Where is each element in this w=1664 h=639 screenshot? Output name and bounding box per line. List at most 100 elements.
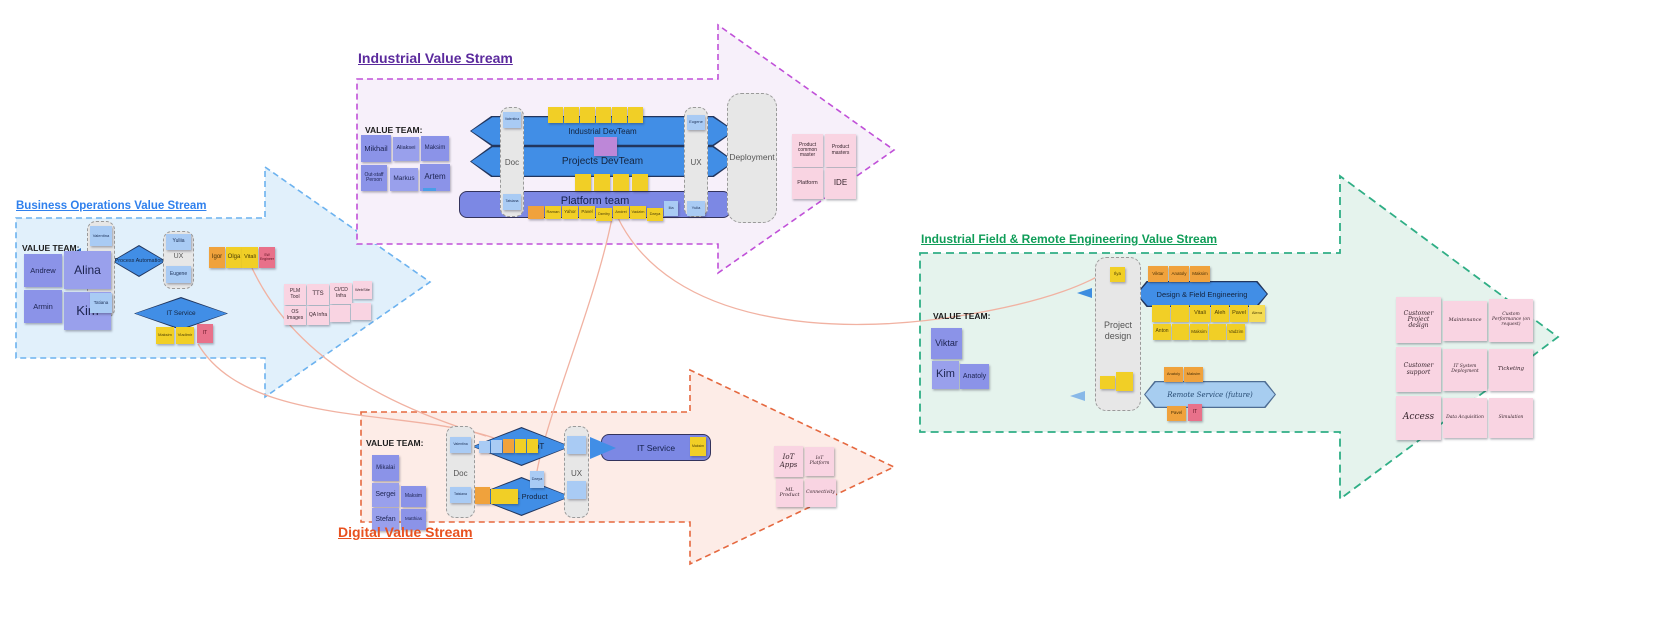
design-member-sticky[interactable]: Anton [1153,324,1171,340]
dev-sticky[interactable] [594,174,610,191]
platform-member-sticky[interactable]: Dzmitry [596,208,612,221]
digital-stream-title[interactable]: Digital Value Stream [338,524,473,540]
team-member-sticky[interactable]: Kim [932,361,959,389]
design-member-sticky[interactable] [1171,305,1189,322]
platform-member-sticky[interactable]: Andrei [613,206,629,219]
handoff-sticky[interactable]: SW Engineer [259,247,275,268]
mid-team-sticky[interactable] [594,137,617,156]
dev-sticky[interactable] [632,174,648,191]
dev-sticky[interactable] [575,174,591,191]
doc-member-sticky[interactable]: Valentina [503,112,521,128]
infra-sticky[interactable] [330,305,350,322]
remote-member-sticky[interactable]: Maksim [1184,367,1203,382]
deployment-column[interactable]: Deployment [727,93,777,223]
product-sticky[interactable]: Product common master [792,134,823,167]
outcome-sticky[interactable]: Custom Performance (on request) [1489,299,1533,342]
design-member-sticky[interactable]: Maksim [1190,266,1210,282]
it-service-member-sticky[interactable]: Maksim [156,327,174,344]
dev-sticky[interactable] [596,107,611,123]
outcome-sticky[interactable]: IT System Deployment [1443,349,1487,391]
remote-member-sticky[interactable]: Pavel [1167,406,1186,421]
iot-member-sticky[interactable] [503,439,514,453]
business-stream-title[interactable]: Business Operations Value Stream [16,200,207,212]
ux-member-sticky[interactable] [567,436,586,454]
industrial-stream-title[interactable]: Industrial Value Stream [358,50,513,66]
project-member-sticky[interactable]: Ilya [1110,267,1125,282]
darya-sticky[interactable]: Darya [530,471,544,488]
product-sticky[interactable]: ML Product [776,479,803,507]
iot-member-sticky[interactable] [491,440,502,453]
team-member-sticky[interactable]: Maksim [401,486,426,507]
team-member-sticky[interactable]: Markus [390,168,418,191]
team-member-sticky[interactable]: Maksim [421,136,449,161]
platform-member-sticky[interactable]: Pavel [579,206,595,219]
ux-member-sticky[interactable] [567,481,586,499]
infra-sticky[interactable] [351,303,371,320]
ml-member-sticky[interactable] [491,489,518,504]
design-member-sticky[interactable]: Vadzim [1227,324,1245,340]
outcome-sticky[interactable]: Ticketing [1489,349,1533,391]
process-automation-diamond[interactable]: Process Automation [112,245,166,277]
ux-member-sticky[interactable]: Yuliia [166,234,191,250]
product-sticky[interactable]: Product masters [825,134,856,167]
it-service-member-sticky[interactable]: Vladimir [176,327,194,344]
platform-member-sticky[interactable]: Vadzim [630,206,646,219]
design-member-sticky[interactable]: Maksim [1190,324,1208,340]
it-service-diamond[interactable]: IT Service [134,297,228,330]
team-member-sticky[interactable]: Artem [420,164,450,191]
ux-member-sticky[interactable]: Eugene [687,115,705,130]
it-service-member-sticky[interactable]: Maksim [690,437,706,456]
team-member-sticky[interactable]: Sergei [372,483,399,507]
product-sticky[interactable]: Platform [792,168,823,199]
outcome-sticky[interactable]: Data Acquisition [1443,398,1487,438]
remote-member-sticky[interactable]: IT [1188,404,1202,421]
remote-service-diamond[interactable]: Remote Service (future) [1144,381,1276,408]
handoff-sticky[interactable]: Olga [226,247,242,268]
dev-sticky[interactable] [613,174,629,191]
team-member-sticky[interactable]: Alina [64,251,111,289]
platform-member-sticky[interactable] [528,206,544,219]
iot-member-sticky[interactable] [479,441,490,453]
doc-member-sticky[interactable]: Tatsiana [503,194,521,210]
design-member-sticky[interactable] [1172,324,1189,340]
dev-sticky[interactable] [612,107,627,123]
team-member-sticky[interactable]: Stefan [372,508,399,531]
infra-sticky[interactable]: OS Images [284,306,306,325]
business-value-stream-arrow[interactable] [15,165,432,399]
project-member-sticky[interactable] [1116,372,1133,391]
outcome-sticky[interactable]: Access [1396,396,1441,440]
dev-sticky[interactable] [580,107,595,123]
platform-member-sticky[interactable]: Ilia [664,201,678,216]
design-member-sticky[interactable]: Anatoly [1169,266,1189,282]
ml-member-sticky[interactable] [475,487,490,504]
doc-member-sticky[interactable]: Valentina [90,226,112,246]
team-member-sticky[interactable]: Mikhail [361,135,391,162]
design-member-sticky[interactable] [1152,305,1170,322]
team-member-sticky[interactable]: Out-staff Person [361,165,387,191]
outcome-sticky[interactable]: Maintenance [1443,301,1487,341]
team-member-sticky[interactable]: Anatoly [960,364,989,389]
outcome-sticky[interactable]: Simulation [1489,398,1533,438]
infra-sticky[interactable]: QA Infra [307,306,329,325]
product-sticky[interactable]: IoT Apps [774,446,803,477]
it-service-member-sticky[interactable]: IT [197,324,213,343]
team-member-sticky[interactable]: Mikalai [372,455,399,481]
dev-sticky[interactable] [564,107,579,123]
infra-sticky[interactable]: TTS [307,284,329,305]
platform-member-sticky[interactable]: Raman [545,206,561,219]
design-member-sticky[interactable]: Vitali [1190,305,1210,322]
infra-sticky[interactable]: CI/CD Infra [330,283,352,304]
design-member-sticky[interactable]: Viktar [1148,266,1168,282]
team-member-sticky[interactable]: Viktar [931,328,962,359]
ux-member-sticky[interactable]: Yulia [687,201,705,216]
outcome-sticky[interactable]: Customer Project design [1396,297,1441,343]
ux-member-sticky[interactable]: Eugene [166,266,191,283]
handoff-sticky[interactable]: Vitali [242,247,258,268]
design-member-sticky[interactable]: Pavel [1230,305,1248,322]
iot-member-sticky[interactable] [515,439,526,453]
platform-member-sticky[interactable]: Darya [647,208,663,221]
platform-member-sticky[interactable]: Yahor [562,206,578,219]
team-member-sticky[interactable]: Matthias [401,509,426,530]
dev-sticky[interactable] [548,107,563,123]
outcome-sticky[interactable]: Customer support [1396,347,1441,392]
